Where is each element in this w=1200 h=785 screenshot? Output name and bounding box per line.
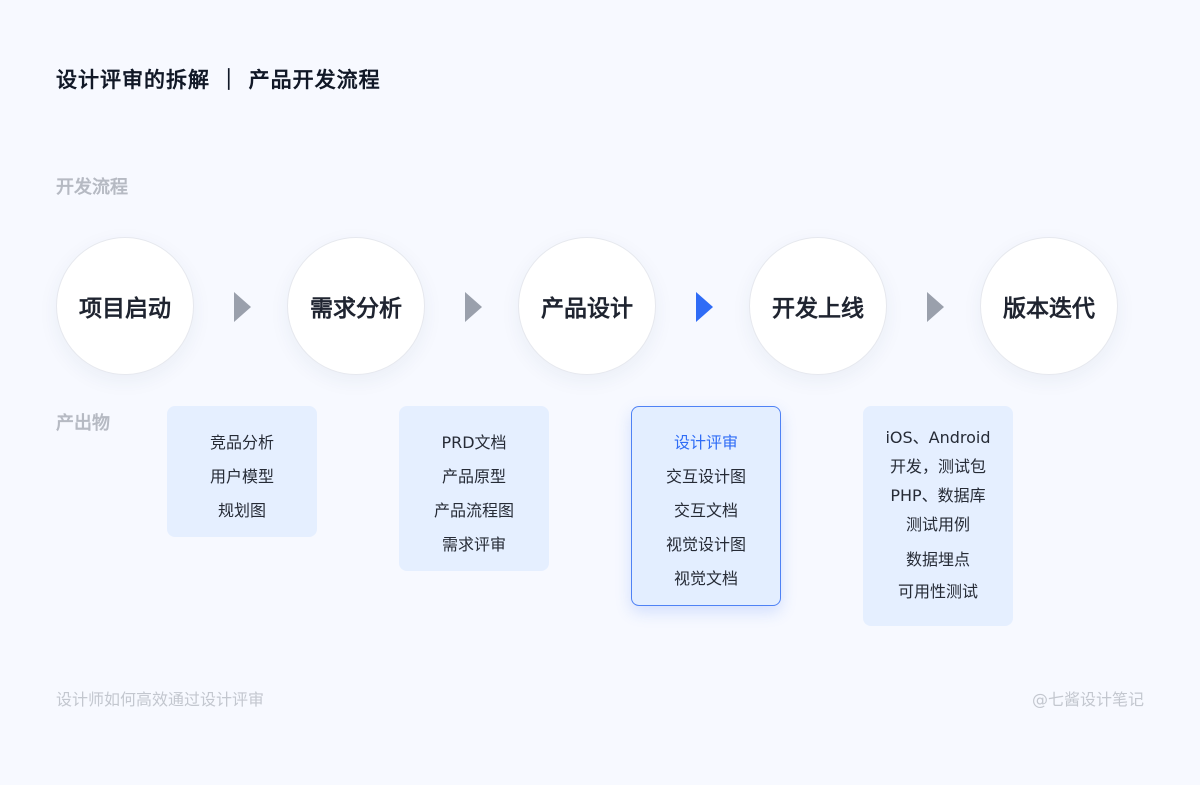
- footer-caption: 设计师如何高效通过设计评审: [56, 690, 265, 709]
- arrow-right-icon: [234, 292, 251, 322]
- output-item: 竞品分析: [209, 433, 274, 452]
- output-card-development-launch: iOS、Android 开发，测试包 PHP、数据库 测试用例 数据埋点 可用性…: [863, 406, 1013, 626]
- step-label: 项目启动: [79, 296, 171, 322]
- footer-signature: @七酱设计笔记: [1031, 690, 1144, 709]
- arrow-right-icon: [927, 292, 944, 322]
- output-item: 交互文档: [673, 501, 738, 520]
- output-item: 用户模型: [209, 467, 274, 486]
- step-project-start: 项目启动: [56, 237, 194, 375]
- arrow-right-icon: [696, 292, 713, 322]
- step-development-launch: 开发上线: [749, 237, 887, 375]
- output-item: 可用性测试: [897, 582, 978, 601]
- output-card-requirement-analysis: PRD文档 产品原型 产品流程图 需求评审: [399, 406, 549, 571]
- step-label: 产品设计: [541, 296, 633, 322]
- output-item: 视觉设计图: [665, 535, 746, 554]
- output-item: 交互设计图: [665, 467, 746, 486]
- output-item: PRD文档: [441, 433, 507, 452]
- step-label: 版本迭代: [1003, 296, 1095, 322]
- section-label-outputs: 产出物: [56, 413, 110, 434]
- output-item: 测试用例: [905, 515, 970, 534]
- step-requirement-analysis: 需求分析: [287, 237, 425, 375]
- output-item: 产品流程图: [433, 501, 514, 520]
- step-label: 需求分析: [310, 296, 402, 322]
- step-label: 开发上线: [772, 296, 864, 322]
- output-item: PHP、数据库: [890, 486, 986, 505]
- output-item: 开发，测试包: [889, 457, 986, 476]
- output-item: 规划图: [217, 501, 266, 520]
- step-version-iteration: 版本迭代: [980, 237, 1118, 375]
- output-item: 产品原型: [441, 467, 506, 486]
- section-label-process: 开发流程: [56, 177, 128, 198]
- output-item: 视觉文档: [673, 569, 738, 588]
- output-card-product-design: 设计评审 交互设计图 交互文档 视觉设计图 视觉文档: [631, 406, 781, 606]
- output-card-project-start: 竞品分析 用户模型 规划图: [167, 406, 317, 537]
- step-product-design: 产品设计: [518, 237, 656, 375]
- output-item: iOS、Android: [885, 428, 991, 447]
- output-item: 需求评审: [441, 535, 506, 554]
- arrow-right-icon: [465, 292, 482, 322]
- output-item: 数据埋点: [905, 550, 970, 569]
- page-title: 设计评审的拆解 ｜ 产品开发流程: [56, 68, 381, 92]
- output-item-design-review: 设计评审: [673, 433, 738, 452]
